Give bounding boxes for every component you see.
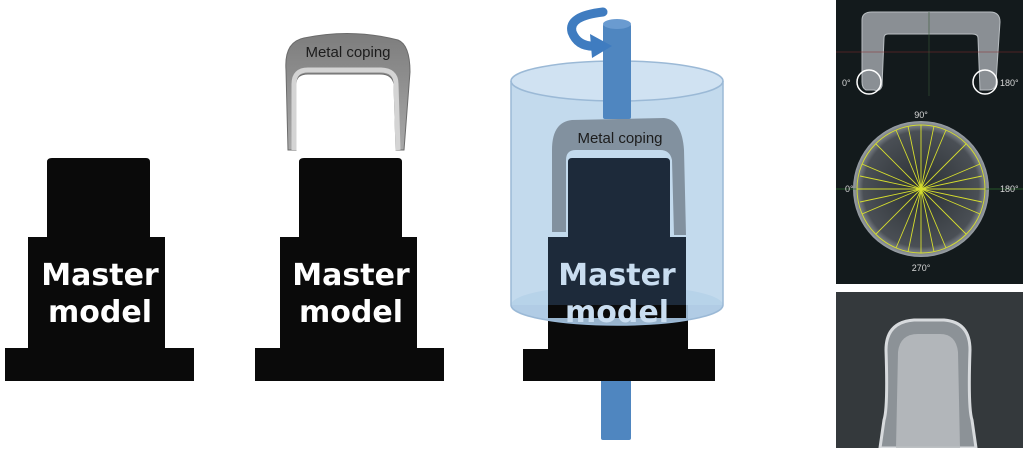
angle-label-180-top: 180° xyxy=(1000,78,1019,88)
margin-circle-left xyxy=(856,69,882,95)
margin-circle-right xyxy=(972,69,998,95)
master-model-label-line1: Master xyxy=(292,258,410,293)
rotation-shaft-top xyxy=(603,24,631,119)
coping-cross-section xyxy=(861,11,1001,91)
master-model-label-line2: model xyxy=(299,295,403,330)
angle-label-180-mid: 180° xyxy=(1000,184,1019,194)
radial-measurement-lines xyxy=(856,124,986,254)
master-model-shape-2 xyxy=(255,158,444,381)
master-model-label-line1: Master xyxy=(41,258,159,293)
scan-image-bottom xyxy=(836,292,1023,450)
metal-coping-label-1: Metal coping xyxy=(305,44,390,61)
master-model-shape-1 xyxy=(5,158,194,381)
scan-image-top: 0° 180° 90° 0° 180° 270° xyxy=(836,0,1023,284)
angle-label-270: 270° xyxy=(912,263,931,273)
master-model-label-line2: model xyxy=(48,295,152,330)
master-model-shape-3 xyxy=(548,158,686,305)
panel-2-coping-and-model: Metal coping Master model xyxy=(255,33,444,381)
angle-label-90: 90° xyxy=(914,110,928,120)
metal-coping-shape-1 xyxy=(285,33,411,151)
master-model-label-line1: Master xyxy=(558,258,676,293)
rotation-shaft-bottom xyxy=(601,370,631,440)
panel-1-master-model: Master model xyxy=(5,158,194,381)
metal-coping-label-3: Metal coping xyxy=(577,130,662,147)
metal-coping-shape-3 xyxy=(552,118,686,235)
angle-label-0-mid: 0° xyxy=(845,184,854,194)
rotation-arrow-icon xyxy=(567,7,612,58)
angle-label-0-top: 0° xyxy=(842,78,851,88)
metal-coping-inner-band-1 xyxy=(291,67,401,151)
panel-3-scan-setup: Metal coping Master model xyxy=(510,7,724,440)
master-model-label-line2: model xyxy=(565,295,669,330)
